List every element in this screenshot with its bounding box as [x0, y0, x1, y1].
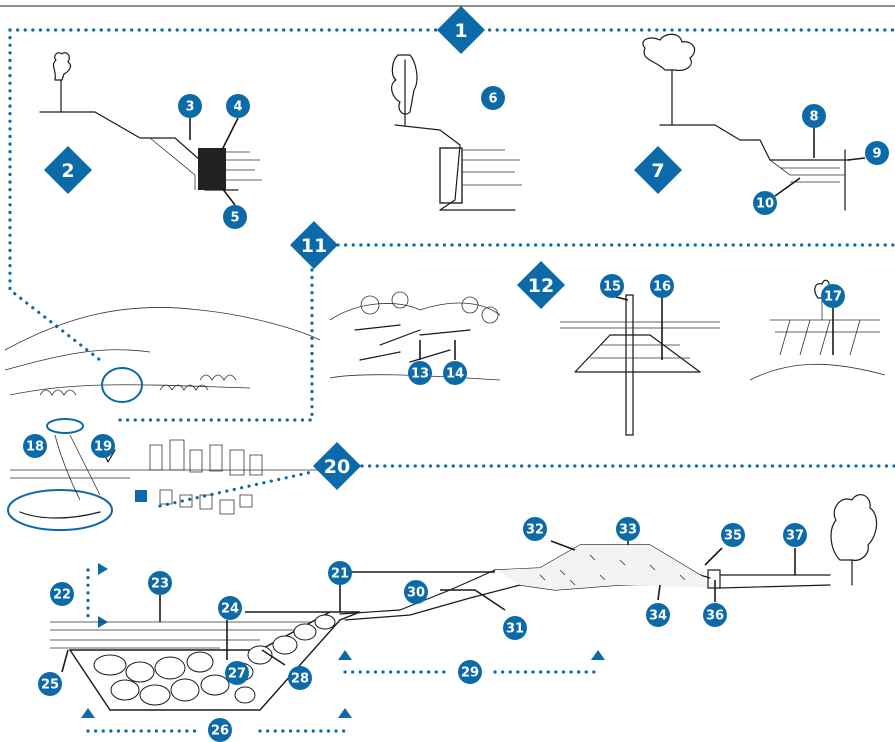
sketch-stone-wall-bank [39, 52, 262, 191]
circle-marker-27: 27 [225, 661, 249, 685]
marker-label-15: 15 [603, 280, 621, 295]
marker-label-19: 19 [94, 440, 112, 455]
sketch-landscape [4, 307, 321, 434]
sketch-groynes [329, 291, 501, 381]
circle-marker-5: 5 [223, 205, 247, 229]
marker-label-16: 16 [653, 280, 671, 295]
marker-label-7: 7 [651, 160, 664, 182]
marker-label-23: 23 [151, 577, 169, 592]
diamond-marker-12: 12 [516, 260, 566, 310]
marker-label-20: 20 [324, 456, 350, 478]
marker-label-32: 32 [526, 523, 544, 538]
circle-marker-23: 23 [148, 571, 172, 595]
marker-label-29: 29 [461, 666, 479, 681]
diamond-marker-2: 2 [43, 145, 93, 195]
marker-label-18: 18 [26, 440, 44, 455]
sketch-sheet-pile-bank [642, 33, 851, 211]
diamond-marker-1: 1 [436, 5, 486, 55]
circle-marker-29: 29 [458, 660, 482, 684]
circle-marker-17: 17 [821, 284, 845, 308]
marker-label-26: 26 [211, 724, 229, 739]
circle-marker-32: 32 [523, 517, 547, 541]
marker-label-4: 4 [233, 100, 242, 115]
marker-label-10: 10 [756, 197, 774, 212]
circle-marker-8: 8 [802, 104, 826, 128]
circle-marker-26: 26 [208, 718, 232, 742]
dotted-frames [8, 28, 895, 733]
diamond-marker-20: 20 [312, 441, 362, 491]
sketch-urban-drainage [7, 434, 340, 531]
marker-label-25: 25 [41, 678, 59, 693]
circle-marker-34: 34 [646, 603, 670, 627]
marker-label-5: 5 [230, 211, 239, 226]
marker-label-2: 2 [61, 160, 74, 182]
marker-label-31: 31 [506, 622, 524, 637]
circle-marker-22: 22 [50, 582, 74, 606]
leader-lines [61, 117, 866, 673]
circle-marker-4: 4 [226, 94, 250, 118]
circle-marker-25: 25 [38, 672, 62, 696]
marker-label-11: 11 [301, 235, 327, 257]
marker-label-9: 9 [872, 147, 881, 162]
circle-marker-9: 9 [865, 141, 889, 165]
circle-marker-16: 16 [650, 274, 674, 298]
marker-label-17: 17 [824, 290, 842, 305]
marker-label-6: 6 [488, 92, 497, 107]
marker-label-24: 24 [221, 602, 239, 617]
sketch-pile-rockfill [560, 294, 720, 436]
marker-label-1: 1 [454, 20, 467, 42]
diamond-marker-7: 7 [633, 145, 683, 195]
circle-marker-15: 15 [600, 274, 624, 298]
diamond-marker-11: 11 [289, 220, 339, 270]
marker-label-22: 22 [53, 588, 71, 603]
circle-marker-30: 30 [404, 580, 428, 604]
marker-label-30: 30 [407, 586, 425, 601]
circle-marker-36: 36 [703, 603, 727, 627]
marker-label-35: 35 [724, 529, 742, 544]
circle-marker-24: 24 [218, 596, 242, 620]
circle-marker-14: 14 [443, 361, 467, 385]
circle-marker-28: 28 [288, 666, 312, 690]
marker-label-8: 8 [809, 110, 818, 125]
circle-marker-21: 21 [328, 561, 352, 585]
range-markers [81, 563, 605, 718]
marker-label-33: 33 [619, 523, 637, 538]
marker-label-12: 12 [528, 275, 554, 297]
marker-label-3: 3 [185, 100, 194, 115]
marker-label-34: 34 [649, 609, 667, 624]
marker-label-36: 36 [706, 609, 724, 624]
circle-marker-33: 33 [616, 517, 640, 541]
sketch-fence-planting [749, 279, 886, 381]
main-cross-section [50, 494, 878, 711]
circle-marker-37: 37 [783, 523, 807, 547]
marker-label-21: 21 [331, 567, 349, 582]
marker-label-13: 13 [411, 367, 429, 382]
marker-label-28: 28 [291, 672, 309, 687]
circle-marker-10: 10 [753, 191, 777, 215]
circle-marker-19: 19 [91, 434, 115, 458]
circle-marker-18: 18 [23, 434, 47, 458]
circle-marker-13: 13 [408, 361, 432, 385]
sketch-retaining-wall [391, 54, 522, 211]
marker-label-37: 37 [786, 529, 804, 544]
circle-marker-3: 3 [178, 94, 202, 118]
circle-marker-6: 6 [481, 86, 505, 110]
marker-label-14: 14 [446, 367, 464, 382]
circle-marker-31: 31 [503, 616, 527, 640]
marker-label-27: 27 [228, 667, 246, 682]
circle-marker-35: 35 [721, 523, 745, 547]
